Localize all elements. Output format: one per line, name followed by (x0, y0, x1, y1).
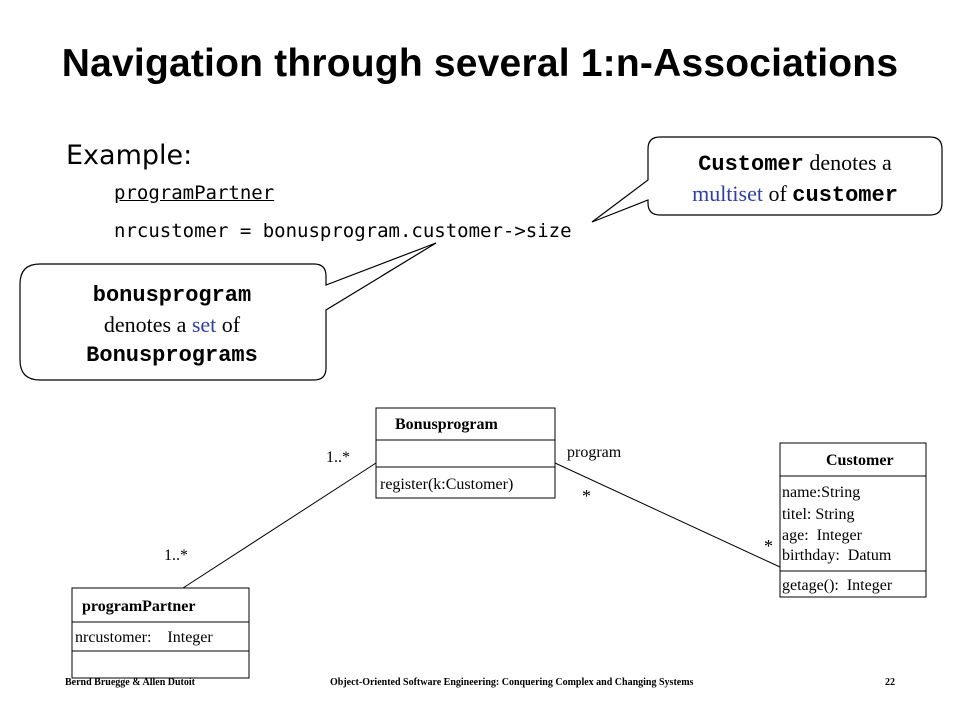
footer-authors: Bernd Bruegge & Allen Dutoit (65, 677, 195, 688)
callout-bonus-text1: denotes a (103, 312, 192, 337)
association-partner-bonusprogram (182, 462, 377, 589)
callout-customer-mono2: customer (792, 183, 898, 208)
multiplicity-near-partner: 1..* (164, 547, 188, 564)
callout-bonus-text: bonusprogram denotes a set of Bonusprogr… (22, 279, 322, 370)
class-partner-box (71, 587, 250, 679)
class-customer-box (779, 442, 927, 598)
class-customer-attribute: name:String (782, 484, 861, 501)
code-line-expression: nrcustomer = bonusprogram.customer->size (114, 220, 572, 242)
class-customer-attribute: age: Integer (782, 527, 862, 544)
callout-customer-text2: of (762, 181, 793, 206)
footer-page-number: 22 (885, 677, 895, 688)
class-customer-attribute: birthday: Datum (782, 547, 892, 564)
slide-title: Navigation through several 1:n-Associati… (61, 42, 899, 85)
multiplicity-bonus-side: * (582, 486, 591, 506)
callout-customer-text1: denotes a (803, 150, 892, 175)
role-label-program: program (567, 444, 622, 461)
code-line-context: programPartner (114, 182, 275, 204)
callout-bonus-mono1: bonusprogram (92, 283, 252, 308)
callout-bonus-blue: set (191, 312, 217, 337)
class-customer-operation: getage(): Integer (782, 577, 893, 594)
callout-customer-blue: multiset (692, 181, 763, 206)
example-label: Example: (66, 140, 193, 171)
class-partner-attribute: nrcustomer: Integer (75, 629, 213, 646)
footer-book-title: Object-Oriented Software Engineering: Co… (330, 677, 694, 688)
class-bonusprogram-name: Bonusprogram (395, 416, 498, 433)
callout-customer-text: Customer denotes a multiset of customer (650, 148, 940, 210)
callout-customer-shape (591, 136, 943, 223)
callout-bonus-text2: of (216, 312, 241, 337)
multiplicity-customer-side: * (764, 536, 773, 556)
callout-customer-mono1: Customer (698, 152, 804, 177)
class-bonusprogram-box (375, 407, 556, 499)
multiplicity-near-bonusprogram: 1..* (326, 449, 350, 466)
callout-bonus-mono2: Bonusprograms (86, 343, 258, 368)
class-bonusprogram-operation: register(k:Customer) (380, 476, 514, 493)
class-partner-name: programPartner (82, 598, 196, 615)
association-bonusprogram-customer (554, 462, 781, 568)
class-customer-name: Customer (826, 452, 894, 469)
callout-bonus-shape (19, 242, 437, 381)
class-customer-attribute: titel: String (782, 506, 855, 523)
